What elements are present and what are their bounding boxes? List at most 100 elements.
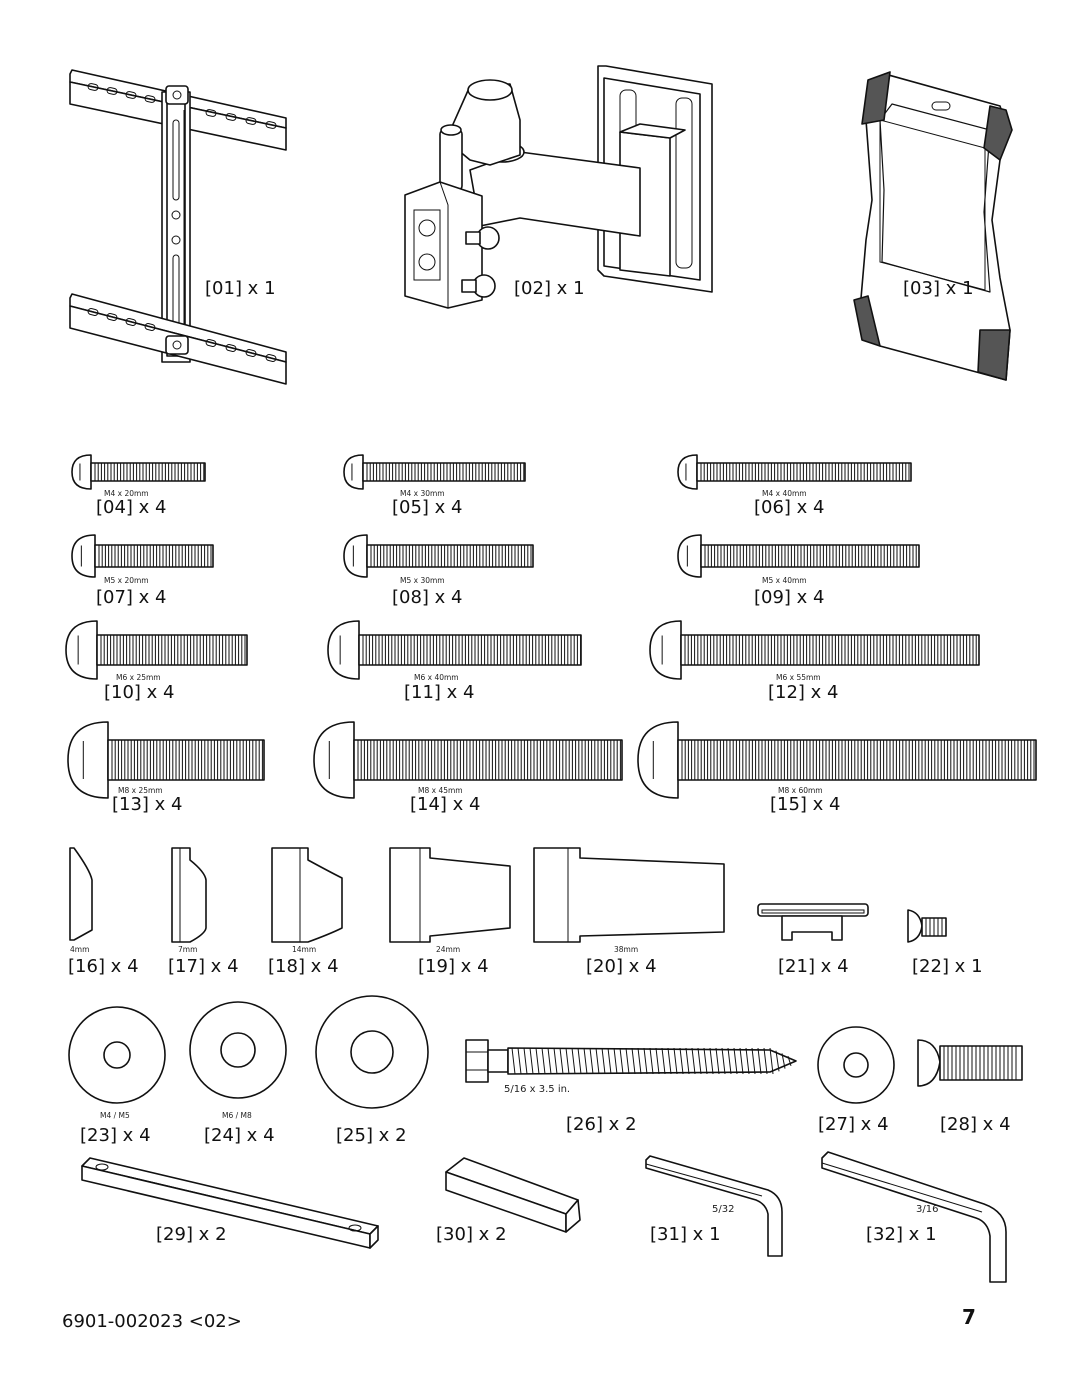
part-08-shaft — [366, 544, 534, 568]
washers-group — [68, 995, 895, 1109]
part-15-head — [637, 721, 679, 799]
part-06-head — [677, 454, 698, 490]
part-32-label: [32] x 1 — [866, 1224, 937, 1245]
part-28-label: [28] x 4 — [940, 1114, 1011, 1135]
part-07-threads — [98, 545, 212, 567]
part-15-threads — [681, 740, 1035, 780]
part-30-drawing — [445, 1157, 581, 1233]
part-31-drawing — [645, 1155, 783, 1257]
part-09-size: M5 x 40mm — [762, 576, 807, 585]
part-10-shaft — [96, 634, 248, 666]
part-26-threads — [511, 1047, 792, 1075]
part-17-size: 7mm — [178, 945, 197, 954]
part-02-label: [02] x 1 — [514, 278, 585, 299]
part-03-label: [03] x 1 — [903, 278, 974, 299]
part-11-size: M6 x 40mm — [414, 673, 459, 682]
part-21-drawing — [757, 903, 869, 941]
part-06-label: [06] x 4 — [754, 497, 825, 518]
part-07-head — [71, 534, 96, 578]
part-07-size: M5 x 20mm — [104, 576, 149, 585]
part-06-size: M4 x 40mm — [762, 489, 807, 498]
part-21-label: [21] x 4 — [778, 956, 849, 977]
part-04-threads — [94, 463, 205, 481]
part-08-threads — [370, 545, 532, 567]
part-32-drawing — [821, 1151, 1007, 1283]
document-number: 6901-002023 <02> — [62, 1311, 242, 1332]
part-17-drawing — [171, 847, 207, 943]
part-06-threads — [700, 463, 910, 481]
part-14-shaft — [353, 739, 623, 781]
part-24-size: M6 / M8 — [222, 1111, 252, 1120]
part-24-label: [24] x 4 — [204, 1125, 275, 1146]
part-28-drawing — [917, 1039, 1023, 1087]
part-07-label: [07] x 4 — [96, 587, 167, 608]
part-04-head — [71, 454, 92, 490]
part-05-head — [343, 454, 364, 490]
part-10-threads — [100, 635, 246, 665]
part-04-size: M4 x 20mm — [104, 489, 149, 498]
part-15-size: M8 x 60mm — [778, 786, 823, 795]
part-19-size: 24mm — [436, 945, 460, 954]
screws-group: M4 x 20mm[04] x 4M4 x 30mm[05] x 4M4 x 4… — [65, 454, 1037, 815]
part-16-size: 4mm — [70, 945, 89, 954]
part-19-label: [19] x 4 — [418, 956, 489, 977]
part-12-threads — [684, 635, 977, 665]
part-22-label: [22] x 1 — [912, 956, 983, 977]
part-26-size: 5/16 x 3.5 in. — [504, 1084, 570, 1095]
part-05-label: [05] x 4 — [392, 497, 463, 518]
part-12-head — [649, 620, 682, 680]
part-22-drawing — [907, 909, 947, 943]
part-02-drawing — [404, 65, 713, 309]
part-20-size: 38mm — [614, 945, 638, 954]
part-13-head — [67, 721, 109, 799]
part-04-shaft — [90, 462, 206, 482]
part-26-label: [26] x 2 — [566, 1114, 637, 1135]
part-11-label: [11] x 4 — [404, 682, 475, 703]
part-23-size: M4 / M5 — [100, 1111, 130, 1120]
part-09-head — [677, 534, 702, 578]
part-12-label: [12] x 4 — [768, 682, 839, 703]
part-10-head — [65, 620, 98, 680]
part-12-size: M6 x 55mm — [776, 673, 821, 682]
part-13-threads — [111, 740, 263, 780]
part-25-label: [25] x 2 — [336, 1125, 407, 1146]
part-23-label: [23] x 4 — [80, 1125, 151, 1146]
part-05-threads — [366, 463, 525, 481]
part-16-drawing — [69, 847, 93, 941]
part-17-label: [17] x 4 — [168, 956, 239, 977]
part-26-drawing — [465, 1039, 797, 1083]
part-31-size: 5/32 — [712, 1204, 734, 1215]
part-11-head — [327, 620, 360, 680]
part-14-head — [313, 721, 355, 799]
part-29-drawing — [81, 1157, 379, 1249]
part-10-size: M6 x 25mm — [116, 673, 161, 682]
part-01-drawing — [69, 69, 287, 385]
part-14-label: [14] x 4 — [410, 794, 481, 815]
part-05-size: M4 x 30mm — [400, 489, 445, 498]
part-08-size: M5 x 30mm — [400, 576, 445, 585]
part-30-label: [30] x 2 — [436, 1224, 507, 1245]
part-01-label: [01] x 1 — [205, 278, 276, 299]
part-20-drawing — [533, 847, 725, 943]
part-12-shaft — [680, 634, 980, 666]
part-29-label: [29] x 2 — [156, 1224, 227, 1245]
page-number: 7 — [962, 1305, 976, 1329]
part-08-head — [343, 534, 368, 578]
part-11-threads — [362, 635, 582, 665]
part-03-drawing — [853, 71, 1013, 381]
part-18-label: [18] x 4 — [268, 956, 339, 977]
part-20-label: [20] x 4 — [586, 956, 657, 977]
part-13-label: [13] x 4 — [112, 794, 183, 815]
part-13-size: M8 x 25mm — [118, 786, 163, 795]
part-15-label: [15] x 4 — [770, 794, 841, 815]
part-18-size: 14mm — [292, 945, 316, 954]
part-18-drawing — [271, 847, 343, 943]
part-08-label: [08] x 4 — [392, 587, 463, 608]
part-28-threads — [943, 1046, 1017, 1080]
part-10-label: [10] x 4 — [104, 682, 175, 703]
part-16-label: [16] x 4 — [68, 956, 139, 977]
spacers-group — [69, 847, 725, 943]
part-09-label: [09] x 4 — [754, 587, 825, 608]
part-19-drawing — [389, 847, 511, 943]
